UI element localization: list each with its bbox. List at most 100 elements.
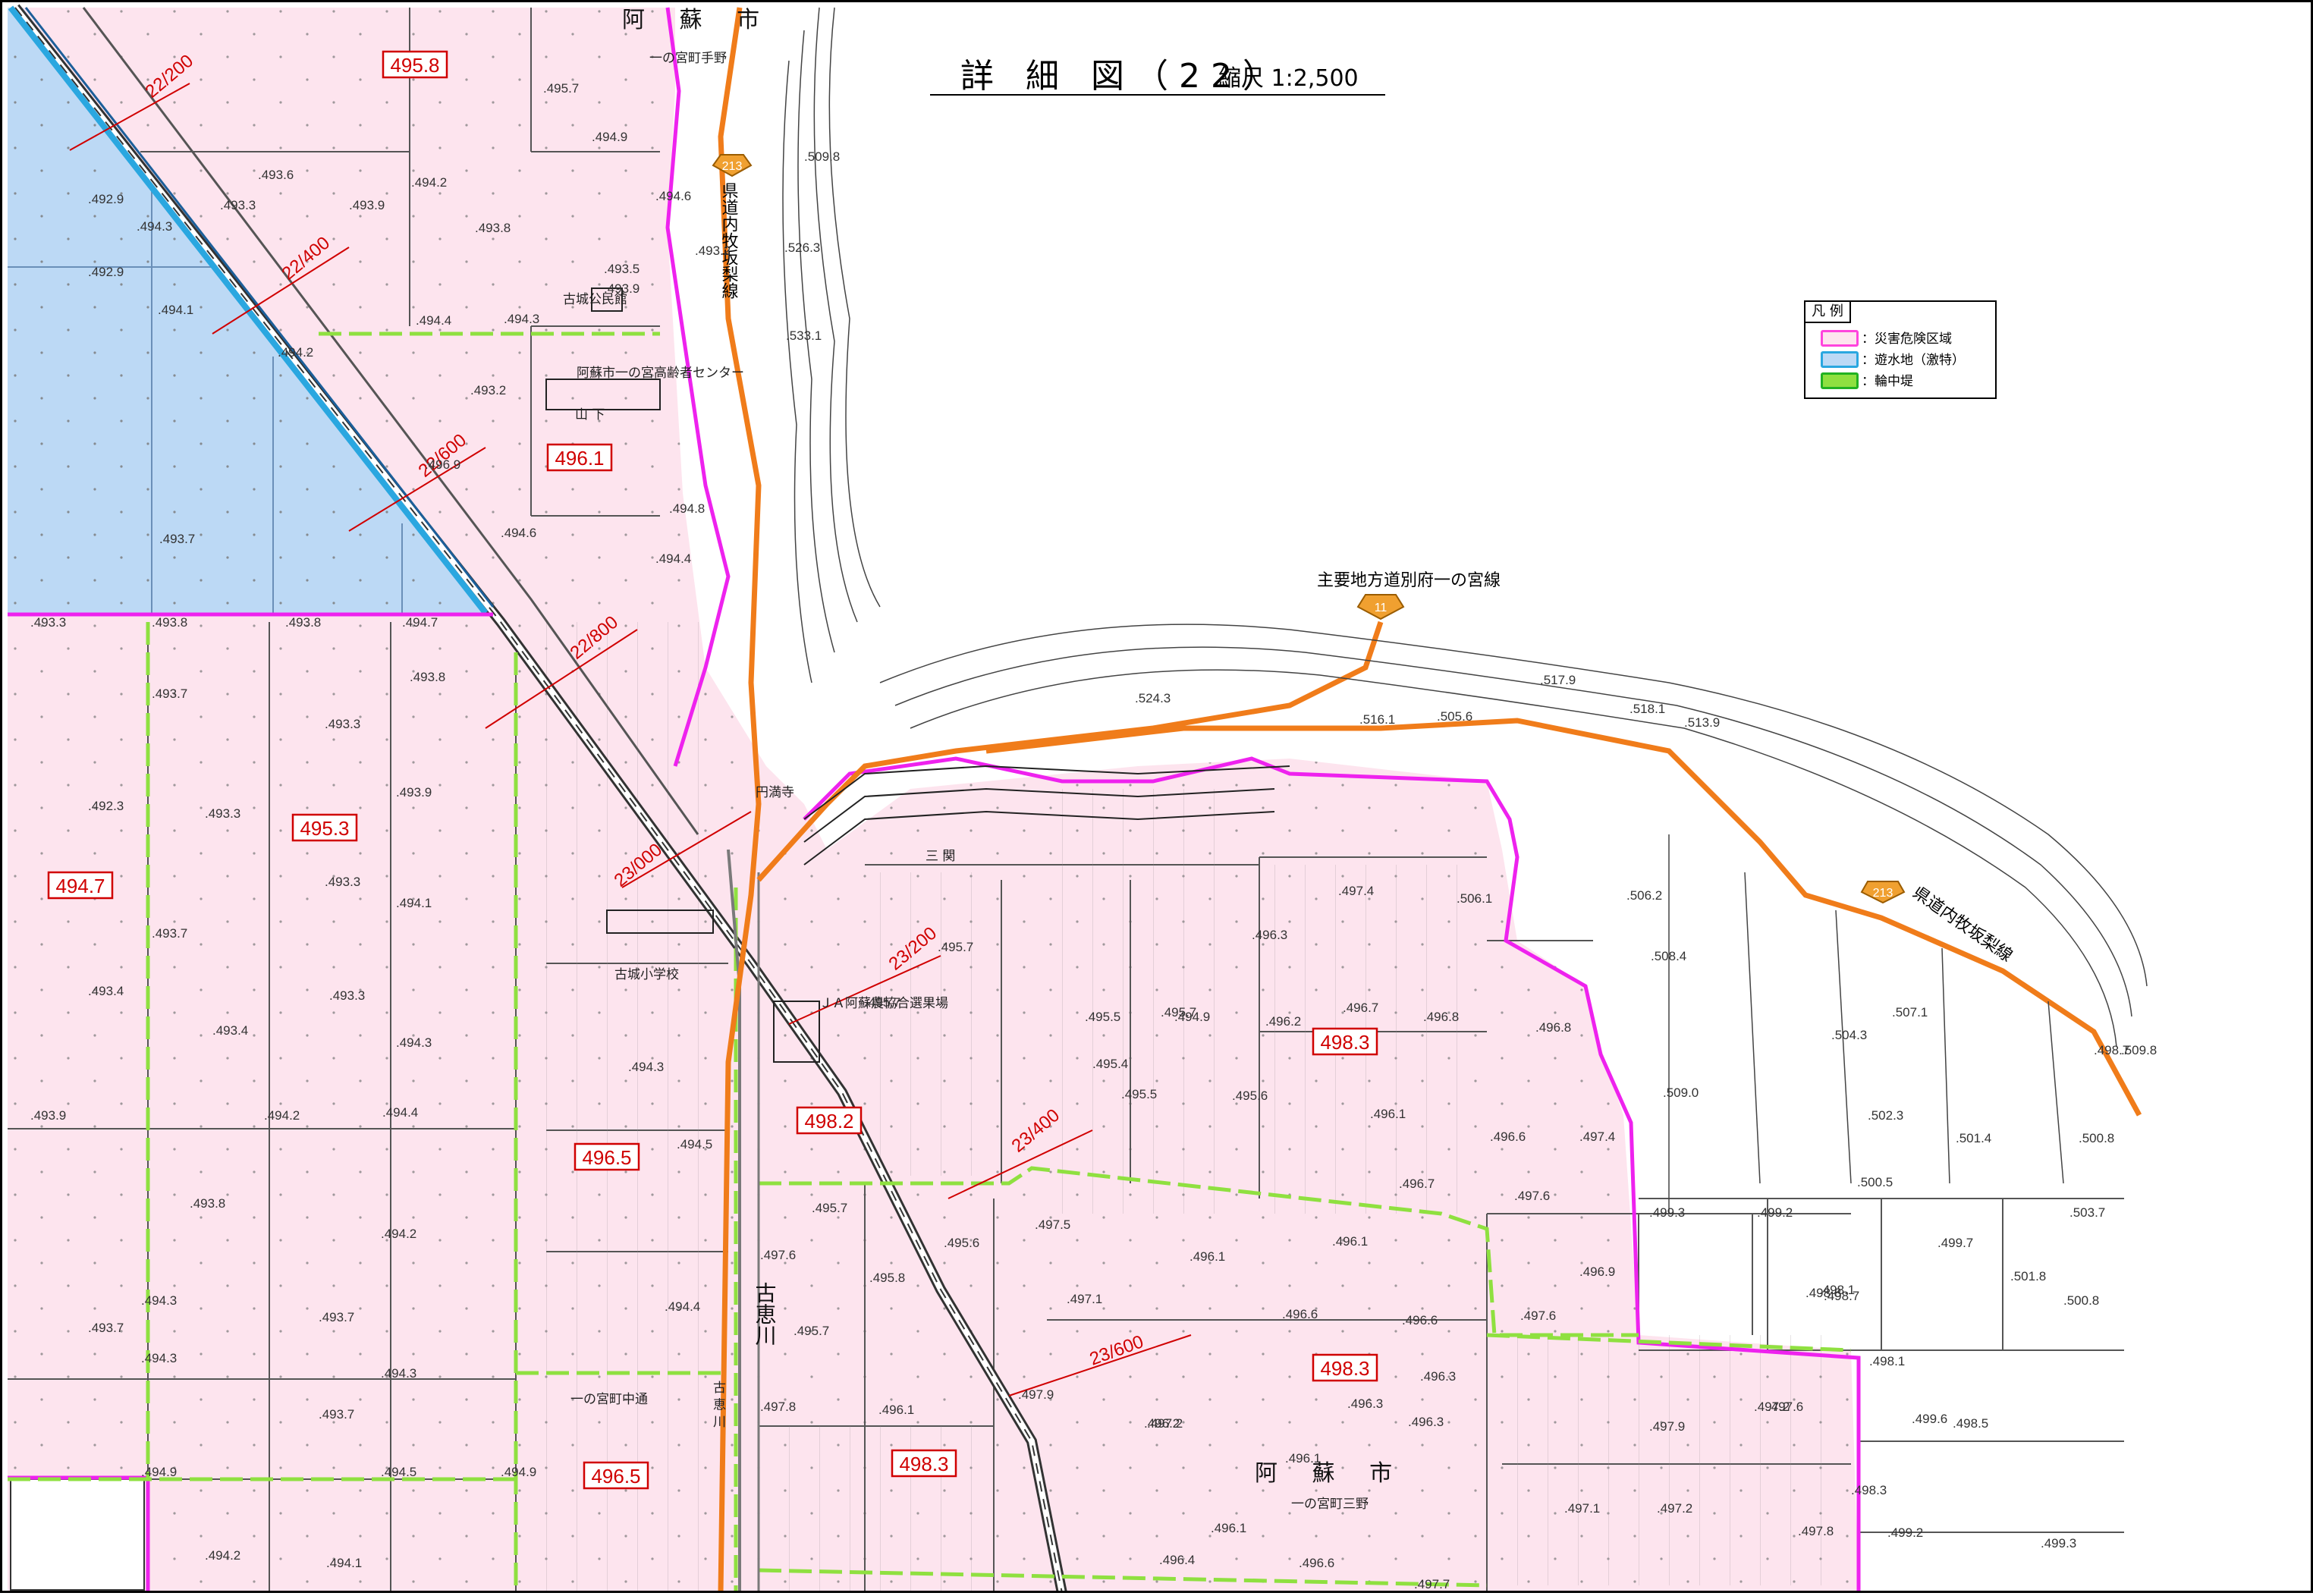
elevation-point: .494.1 (326, 1556, 362, 1570)
elevation-point: .495.5 (1121, 1087, 1157, 1101)
elevation-point: .496.4 (1159, 1553, 1195, 1567)
elevation-point: .493.4 (212, 1023, 248, 1038)
elevation-point: .496.3 (1252, 928, 1287, 942)
elevation-point: .498.3 (1851, 1483, 1887, 1497)
elevation-point: .494.3 (137, 219, 172, 234)
elevation-point: .502.3 (1868, 1108, 1903, 1123)
svg-text:11: 11 (1375, 602, 1387, 614)
route-shield-213-east: 213 (1860, 881, 1906, 904)
elevation-point: .494.9 (1174, 1010, 1210, 1024)
retention-basin-boundary (8, 5, 489, 615)
elevation-point: .501.8 (2010, 1269, 2046, 1283)
elevation-point: .497.2 (1754, 1400, 1790, 1414)
elevation-point: .518.1 (1629, 702, 1665, 716)
svg-text:498.3: 498.3 (1320, 1357, 1369, 1380)
control-elevation-label: 498.3 (1312, 1353, 1378, 1382)
elevation-point: .499.3 (1649, 1205, 1685, 1220)
elevation-point: .495.4 (1092, 1057, 1128, 1071)
place-yamashita: 山 下 (575, 407, 605, 423)
svg-text:496.1: 496.1 (555, 447, 604, 470)
elevation-point: .495.7 (865, 995, 900, 1010)
elevation-point: .494.6 (501, 526, 536, 540)
elevation-point: .496.6 (1490, 1129, 1526, 1144)
elevation-point: .495.7 (794, 1324, 829, 1338)
place-ja: ＪＡ阿蘇農協合選果場 (819, 996, 948, 1011)
place-sanken: 三 関 (926, 849, 955, 864)
elevation-point: .506.1 (1457, 891, 1492, 906)
elevation-point: .497.6 (1768, 1400, 1803, 1414)
elevation-point: .496.1 (1370, 1107, 1406, 1121)
place-kojo-school: 古城小学校 (614, 967, 679, 982)
elevation-point: .524.3 (1135, 691, 1171, 705)
elevation-point: .494.2 (205, 1548, 240, 1563)
elevation-point: .494.3 (141, 1351, 177, 1365)
terrain-contours (782, 7, 2148, 1214)
control-elevation-label: 496.1 (546, 443, 613, 472)
route-shields: 213 11 213 (712, 154, 1906, 904)
elevation-point: .496.1 (1211, 1521, 1246, 1535)
elevation-point: .495.5 (1085, 1010, 1120, 1024)
elevation-point: .494.2 (278, 345, 313, 360)
svg-text:496.5: 496.5 (582, 1146, 631, 1169)
elevation-point: .509.0 (1663, 1085, 1699, 1100)
elevation-point: .496.6 (1402, 1313, 1438, 1327)
elevation-point: .505.6 (1437, 709, 1472, 724)
elevation-point: .494.9 (501, 1465, 536, 1479)
elevation-points: .495.7 .494.9 .493.6 .493.9 .493.3 .492.9 .494… (30, 81, 2157, 1591)
elevation-point: .497.8 (760, 1400, 796, 1414)
elevation-point: .509.8 (2121, 1043, 2157, 1057)
elevation-point: .499.2 (1757, 1205, 1793, 1220)
elevation-point: .494.5 (381, 1465, 416, 1479)
svg-text:496.5: 496.5 (591, 1465, 640, 1488)
legend: 凡 例 ：災害危険区域 ：遊水地（激特） ：輪中堤 (1804, 300, 1997, 399)
elevation-point: .493.5 (604, 262, 640, 276)
elevation-point: .493.9 (349, 198, 385, 212)
elevation-point: .493.2 (470, 383, 506, 397)
elevation-point: .493.3 (325, 875, 360, 889)
elevation-point: .496.3 (1408, 1415, 1444, 1429)
svg-text:213: 213 (722, 160, 743, 173)
elevation-point: .493.3 (220, 198, 256, 212)
elevation-point: .492.9 (88, 192, 124, 206)
control-elevation-label: 495.3 (291, 813, 358, 842)
elevation-point: .494.2 (381, 1227, 416, 1241)
elevation-point: .493.4 (88, 984, 124, 998)
elevation-point: .493.7 (152, 686, 187, 701)
ring-levee-line (8, 331, 1852, 1593)
road-label-main: 主要地方道別府一の宮線 (1317, 571, 1501, 590)
railway-line (11, 4, 1067, 1594)
elevation-point: .494.4 (382, 1105, 418, 1120)
road-label-prefectural-north: 県道内牧坂梨線 (719, 182, 739, 299)
elevation-point: .494.3 (141, 1293, 177, 1308)
elevation-point: .498.1 (1819, 1283, 1855, 1297)
control-elevation-label: 494.7 (47, 871, 114, 900)
elevation-point: .496.2 (1265, 1014, 1301, 1029)
elevation-point: .493.3 (30, 615, 66, 630)
elevation-point: .493.6 (258, 168, 294, 182)
place-ichinomiya-nakadori: 一の宮町中通 (570, 1392, 648, 1407)
elevation-point: .497.2 (1147, 1416, 1183, 1431)
elevation-point: .495.7 (543, 81, 579, 96)
elevation-point: .526.3 (784, 240, 820, 255)
control-elevation-label: 496.5 (583, 1461, 649, 1490)
svg-text:213: 213 (1873, 887, 1893, 900)
place-enmanji: 円満寺 (756, 785, 794, 800)
hazard-boundary-line (8, 7, 1861, 1593)
elevation-point: .499.3 (2041, 1536, 2076, 1550)
elevation-point: .493.7 (159, 532, 195, 546)
svg-text:495.3: 495.3 (300, 817, 349, 840)
map-title: 詳 細 図（22） 縮尺 1:2,500 (930, 47, 1385, 96)
elevation-point: .496.7 (1399, 1177, 1435, 1191)
river-label: 古恵川 (753, 1282, 778, 1346)
elevation-point: .493.8 (152, 615, 187, 630)
elevation-point: .497.9 (1018, 1387, 1054, 1402)
map-scale: 縮尺 1:2,500 (1218, 65, 1359, 92)
elevation-point: .493.8 (285, 615, 321, 630)
elevation-point: .494.3 (504, 312, 539, 326)
elevation-point: .495.6 (1232, 1089, 1268, 1103)
elevation-point: .496.8 (1423, 1010, 1459, 1024)
control-elevation-label: 495.8 (382, 50, 448, 79)
elevation-point: .497.6 (760, 1248, 796, 1262)
